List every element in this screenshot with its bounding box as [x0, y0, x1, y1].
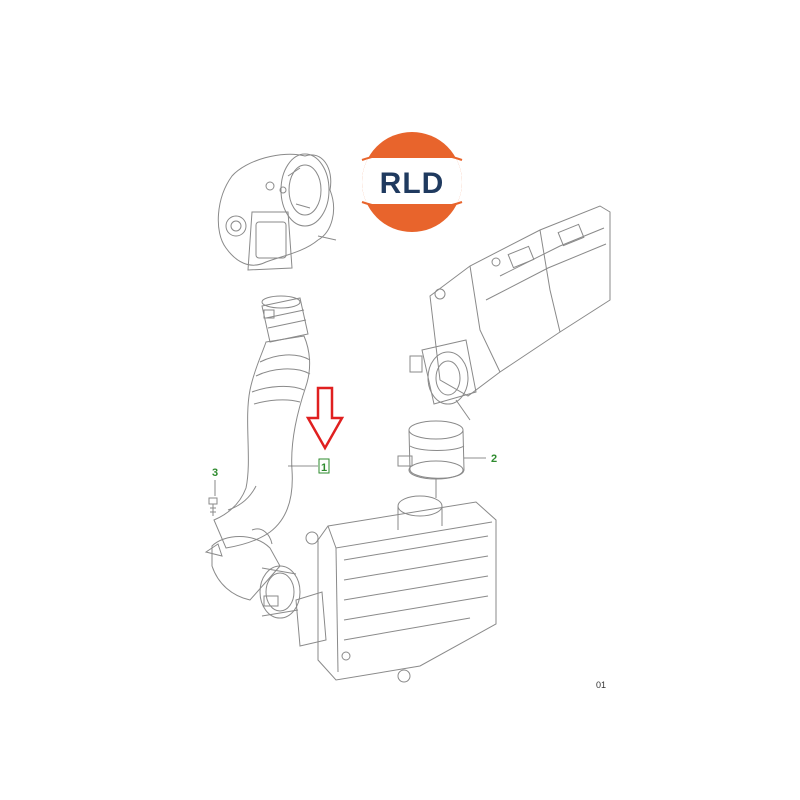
- upper-hose-connector: [261, 295, 309, 343]
- rld-logo: RLD: [361, 132, 463, 232]
- sheet-number: 01: [596, 680, 606, 690]
- callout-label-1: 1: [321, 462, 327, 474]
- intercooler: [295, 495, 497, 683]
- lower-hose-elbow: [204, 536, 301, 619]
- intake-manifold: [429, 205, 611, 397]
- callout-label-3: 3: [212, 467, 218, 479]
- leader-lines: [214, 457, 486, 496]
- callout-label-2: 2: [491, 453, 497, 465]
- charge-air-hose: [213, 335, 311, 549]
- callout-1: 1: [318, 458, 330, 474]
- indicator-arrow: [305, 386, 345, 451]
- bolt: [208, 497, 218, 516]
- turbocharger: [217, 153, 337, 271]
- hose-sleeve: [397, 420, 465, 498]
- throttle-body: [409, 339, 477, 421]
- logo-text: RLD: [380, 167, 445, 200]
